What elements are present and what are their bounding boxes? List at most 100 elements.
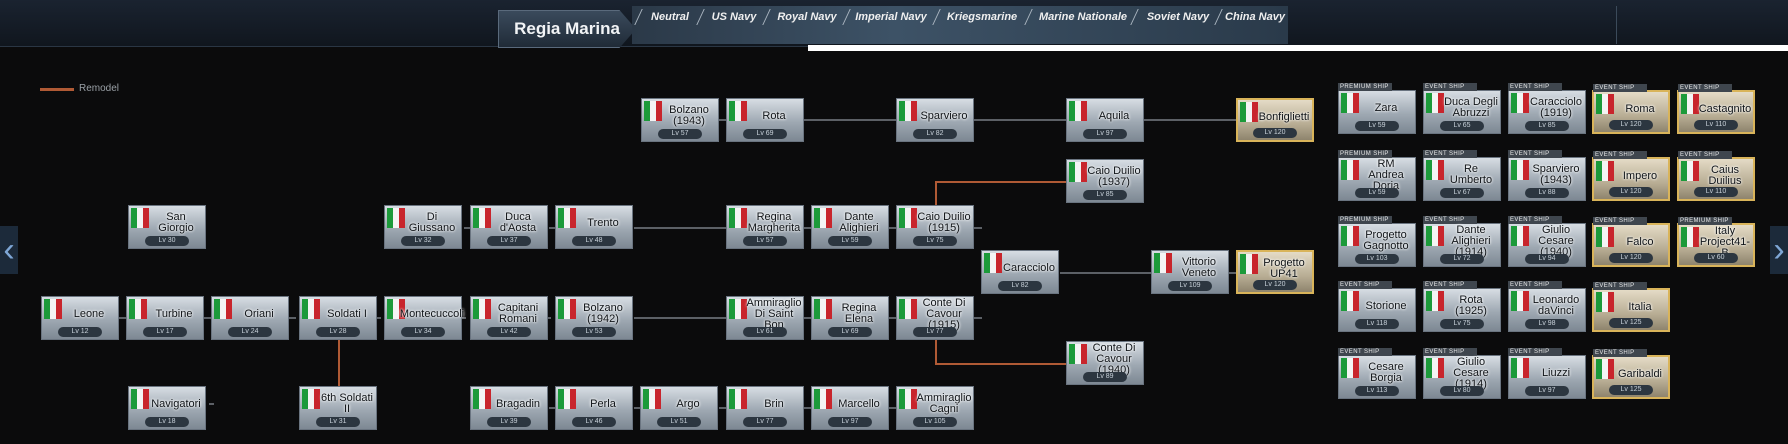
ship-name: Dante Alighieri (1914) [1451, 223, 1491, 258]
ship-node-bolzano-1942[interactable]: Bolzano (1942)Lv 53 [555, 296, 633, 340]
ship-level: Lv 120 [1609, 253, 1653, 263]
next-page-arrow-icon[interactable]: › [1770, 226, 1788, 274]
ship-node-montecuccoli[interactable]: Montecuccoli Lv 34 [384, 296, 465, 340]
tab-soviet-navy[interactable]: Soviet Navy [1140, 6, 1216, 28]
ship-level: Lv 17 [143, 327, 187, 337]
ship-badge: PREMIUM SHIP [1338, 83, 1392, 91]
ship-level: Lv 110 [1694, 120, 1738, 130]
ship-name: Brin [764, 397, 784, 410]
tab-us-navy[interactable]: US Navy [706, 6, 762, 28]
tab-imperial-navy[interactable]: Imperial Navy [852, 6, 930, 28]
ship-level: Lv 98 [1525, 319, 1569, 329]
ship-node-conte-di-cavour-1915[interactable]: Conte Di Cavour (1915)Lv 77 [896, 296, 974, 340]
ship-badge: PREMIUM SHIP [1338, 216, 1392, 224]
ship-node-caio-duilio-1937[interactable]: Caio Duilio (1937)Lv 85 [1066, 159, 1144, 203]
ship-level: Lv 103 [1355, 254, 1399, 264]
ship-level: Lv 82 [913, 129, 957, 139]
ship-name: Dante Alighieri [839, 211, 879, 234]
ship-badge: EVENT SHIP [1508, 216, 1562, 224]
ship-name: Trento [587, 216, 619, 229]
ship-level: Lv 34 [401, 327, 445, 337]
tab-kriegsmarine[interactable]: Kriegsmarine [942, 6, 1022, 28]
ship-badge: EVENT SHIP [1508, 83, 1562, 91]
ship-node-progetto-gagnotto[interactable]: PREMIUM SHIP Progetto Gagnotto Lv 103 [1338, 216, 1416, 267]
ship-badge: EVENT SHIP [1593, 151, 1647, 159]
ship-level: Lv 120 [1253, 128, 1297, 138]
ship-name: Progetto Gagnotto [1363, 229, 1409, 252]
tab-royal-navy[interactable]: Royal Navy [772, 6, 842, 28]
ship-badge: EVENT SHIP [1593, 217, 1647, 225]
ship-name: Giulio Cesare (1914) [1453, 355, 1489, 390]
ship-badge: EVENT SHIP [1423, 83, 1477, 91]
tab-neutral[interactable]: Neutral [644, 6, 696, 28]
ship-name: Sparviero (1943) [1532, 163, 1580, 186]
ship-level: Lv 82 [998, 281, 1042, 291]
ship-name: Conte Di Cavour (1915) [922, 296, 966, 331]
tab-marine-nationale[interactable]: Marine Nationale [1034, 6, 1132, 28]
ship-level: Lv 109 [1168, 281, 1212, 291]
ship-name: Leone [73, 307, 105, 320]
ship-badge: EVENT SHIP [1678, 151, 1732, 159]
prev-page-arrow-icon[interactable]: ‹ [0, 226, 18, 274]
ship-node-bolzano-1943[interactable]: Bolzano (1943)Lv 57 [641, 98, 719, 142]
ship-name: Montecuccoli [399, 307, 465, 320]
ship-level: Lv 97 [1525, 386, 1569, 396]
ship-level: Lv 37 [487, 236, 531, 246]
ship-node-conte-di-cavour-1940[interactable]: Conte Di Cavour (1940)Lv 89 [1066, 341, 1144, 385]
ship-node-caio-duilio-1915[interactable]: Caio Duilio (1915)Lv 75 [896, 205, 974, 249]
ship-badge: EVENT SHIP [1678, 84, 1732, 92]
ship-badge: EVENT SHIP [1593, 282, 1647, 290]
tab-china-navy[interactable]: China Navy [1224, 6, 1286, 28]
